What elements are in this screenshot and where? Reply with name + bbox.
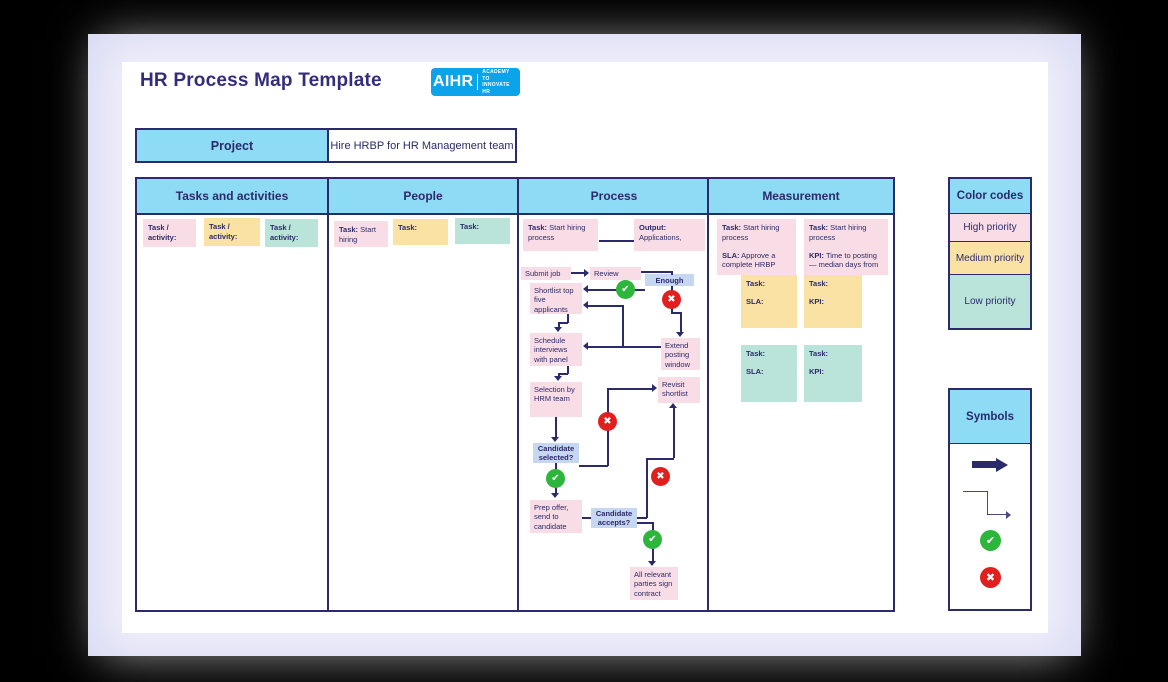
connector-segment xyxy=(671,271,673,275)
connector-segment xyxy=(680,312,682,332)
step-extend-posting[interactable]: Extend posting window xyxy=(661,338,700,370)
connector-segment xyxy=(607,388,652,390)
connector-segment xyxy=(567,366,569,374)
cross-circle[interactable]: ✖ xyxy=(651,467,670,486)
measurement-note-sla-pink[interactable]: Task: Start hiring process SLA: Approve … xyxy=(717,219,796,275)
arrowhead xyxy=(583,342,588,350)
cross-circle[interactable]: ✖ xyxy=(598,412,617,431)
project-label-cell: Project xyxy=(137,130,329,161)
sticky-note-task-activity-yellow[interactable]: Task / activity: xyxy=(204,218,260,246)
measurement-note-kpi-yellow[interactable]: Task: KPI: xyxy=(804,275,862,328)
arrowhead xyxy=(583,301,588,309)
step-prep-offer[interactable]: Prep offer, send to candidate xyxy=(530,500,582,533)
color-codes-panel: Color codes High priority Medium priorit… xyxy=(948,177,1032,330)
sticky-note-people-yellow[interactable]: Task: xyxy=(393,219,448,245)
connector-segment xyxy=(622,305,624,346)
aihr-logo-text: AIHR xyxy=(433,73,474,90)
arrowhead xyxy=(652,384,657,392)
connector-segment xyxy=(646,458,674,460)
arrowhead xyxy=(551,437,559,442)
arrowhead xyxy=(584,269,589,277)
connector-segment xyxy=(646,458,648,518)
connector-segment xyxy=(671,312,681,314)
process-task-note[interactable]: Task: Start hiring process xyxy=(523,219,598,251)
process-output-note[interactable]: Output:Applications, xyxy=(634,219,705,251)
color-codes-title: Color codes xyxy=(950,179,1030,214)
connector-segment xyxy=(637,517,647,519)
measurement-note-sla-teal[interactable]: Task: SLA: xyxy=(741,345,797,402)
connector-segment xyxy=(987,514,1006,516)
logo-divider xyxy=(477,74,479,90)
measurement-note-kpi-pink[interactable]: Task: Start hiring process KPI: Time to … xyxy=(804,219,888,275)
connector-segment xyxy=(582,517,591,519)
connector-segment xyxy=(599,240,634,242)
connector-segment xyxy=(673,408,675,458)
connector-segment xyxy=(555,417,557,437)
column-header-process: Process xyxy=(519,179,709,215)
column-divider xyxy=(327,179,329,610)
sticky-note-people-teal[interactable]: Task: xyxy=(455,218,510,244)
arrowhead xyxy=(676,332,684,337)
step-selection-hrm[interactable]: Selection by HRM team xyxy=(530,382,582,417)
page-title: HR Process Map Template xyxy=(140,70,382,91)
connector-segment xyxy=(567,314,569,323)
step-sign-contract[interactable]: All relevant parties sign contract xyxy=(630,567,678,600)
connector-segment xyxy=(987,491,989,515)
step-shortlist[interactable]: Shortlist top five applicants xyxy=(530,283,582,314)
decision-candidate-accepts[interactable]: Candidate accepts? xyxy=(591,508,637,528)
measurement-note-sla-yellow[interactable]: Task: SLA: xyxy=(741,275,797,328)
arrowhead xyxy=(583,285,588,293)
cross-circle[interactable]: ✖ xyxy=(662,290,681,309)
connector-segment xyxy=(641,271,672,273)
arrowhead xyxy=(669,403,677,408)
thick-arrow-body xyxy=(972,461,996,468)
column-header-measurement: Measurement xyxy=(709,179,893,215)
connector-segment xyxy=(637,522,653,524)
arrowhead xyxy=(648,561,656,566)
arrowhead xyxy=(554,327,562,332)
check-circle[interactable]: ✔ xyxy=(616,280,635,299)
connector-segment xyxy=(571,272,584,274)
connector-segment xyxy=(558,322,568,324)
connector-segment xyxy=(586,346,661,348)
decision-enough[interactable]: Enough xyxy=(645,274,694,286)
connector-segment xyxy=(558,373,560,377)
sticky-note-task-activity-teal[interactable]: Task / activity: xyxy=(265,219,318,247)
connector-segment xyxy=(963,491,988,493)
project-value-cell[interactable]: Hire HRBP for HR Management team xyxy=(330,139,514,152)
arrowhead xyxy=(554,376,562,381)
arrowhead xyxy=(1006,511,1011,519)
measurement-note-kpi-teal[interactable]: Task: KPI: xyxy=(804,345,862,402)
column-divider xyxy=(517,179,519,610)
cross-circle-symbol: ✖ xyxy=(980,567,1001,588)
legend-high-priority: High priority xyxy=(950,214,1030,242)
check-circle-symbol: ✔ xyxy=(980,530,1001,551)
step-schedule-interviews[interactable]: Schedule interviews with panel xyxy=(530,333,582,366)
symbols-title: Symbols xyxy=(950,390,1030,444)
check-circle[interactable]: ✔ xyxy=(546,469,565,488)
connector-segment xyxy=(579,465,608,467)
connector-segment xyxy=(558,322,560,328)
project-row: Project Hire HRBP for HR Management team xyxy=(135,128,517,163)
thick-arrow-head xyxy=(996,457,1008,472)
check-circle[interactable]: ✔ xyxy=(643,530,662,549)
column-header-people: People xyxy=(327,179,519,215)
sticky-note-task-activity-pink[interactable]: Task / activity: xyxy=(143,219,196,247)
arrowhead xyxy=(551,493,559,498)
column-header-tasks: Tasks and activities xyxy=(137,179,327,215)
column-divider xyxy=(707,179,709,610)
decision-candidate-selected[interactable]: Candidate selected? xyxy=(533,443,579,463)
step-revisit-shortlist[interactable]: Revisit shortlist xyxy=(658,377,700,403)
legend-medium-priority: Medium priority xyxy=(950,242,1030,275)
step-submit-job[interactable]: Submit job xyxy=(521,267,571,280)
legend-low-priority: Low priority xyxy=(950,275,1030,328)
connector-segment xyxy=(586,289,645,291)
connector-segment xyxy=(558,373,568,375)
sticky-note-people-pink[interactable]: Task: Start hiring xyxy=(334,221,388,247)
step-review[interactable]: Review xyxy=(590,267,641,280)
connector-segment xyxy=(586,305,622,307)
